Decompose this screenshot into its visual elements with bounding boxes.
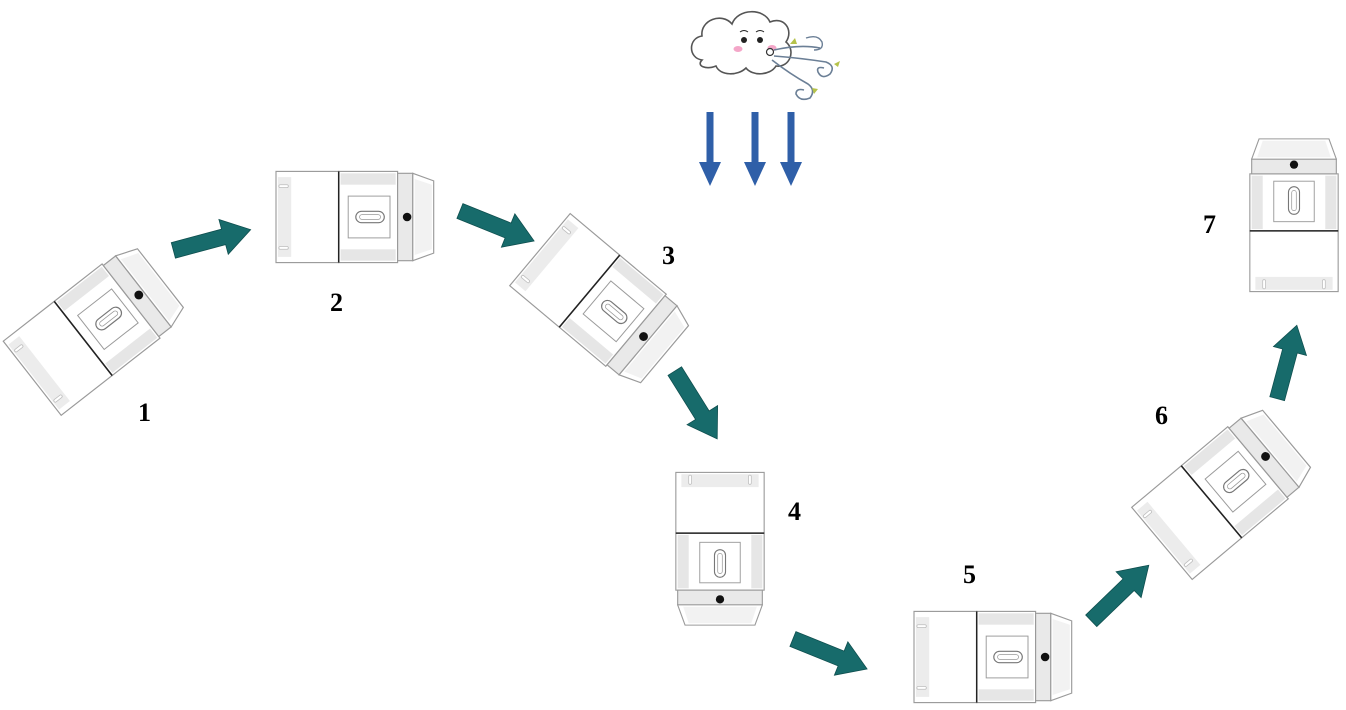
step-label-4: 4 (788, 497, 801, 526)
step-arrow-icon (659, 361, 733, 449)
down-arrow-icon (744, 112, 766, 186)
inhaler-icon (2, 240, 191, 417)
step-label-3: 3 (662, 241, 675, 270)
step-label-5: 5 (963, 560, 976, 589)
step-label-7: 7 (1203, 210, 1216, 239)
down-arrow-icon (699, 112, 721, 186)
step-label-1: 1 (138, 398, 151, 427)
step-arrow-icon (1078, 551, 1162, 635)
step-arrow-icon (1260, 320, 1314, 404)
inhaler-icon (1249, 138, 1339, 293)
inhaler-icon (275, 170, 435, 264)
step-label-2: 2 (330, 288, 343, 317)
blowing-cloud-icon (690, 10, 840, 101)
down-arrow-icon (780, 112, 802, 186)
step-label-6: 6 (1155, 401, 1168, 430)
step-arrow-icon (785, 621, 875, 687)
inhaler-icon (913, 610, 1073, 704)
inhaler-icon (675, 471, 765, 626)
step-arrow-icon (452, 193, 542, 259)
step-arrow-icon (168, 211, 256, 269)
